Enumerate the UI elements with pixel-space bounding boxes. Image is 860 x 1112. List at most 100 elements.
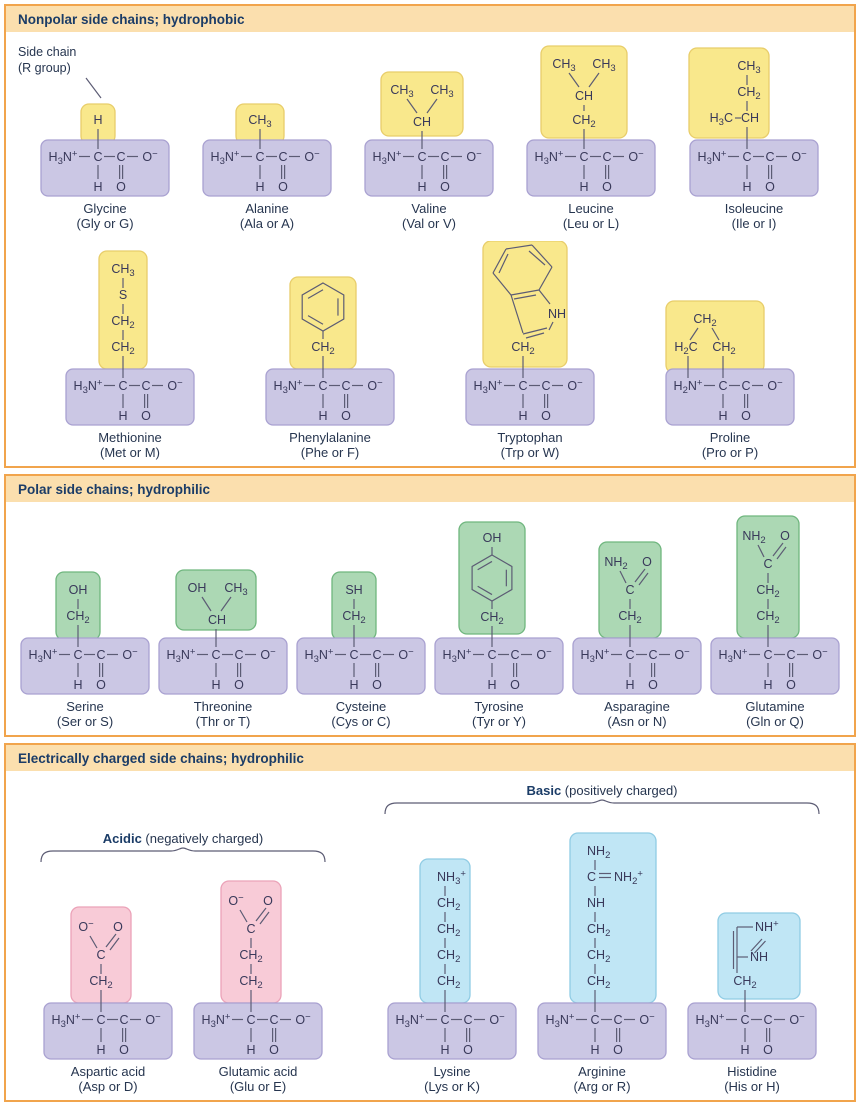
svg-text:O: O <box>648 678 658 692</box>
svg-text:H3N+: H3N+ <box>167 647 196 666</box>
svg-text:C: C <box>349 648 358 662</box>
svg-text:C: C <box>602 150 611 164</box>
amino-acid-label: Tyrosine(Tyr or Y) <box>432 699 566 729</box>
svg-text:H: H <box>318 409 327 423</box>
amino-acid-abbreviation: (Asn or N) <box>607 714 667 729</box>
basic-group-label: Basic (positively charged) <box>526 783 677 798</box>
svg-text:H: H <box>740 1043 749 1057</box>
backbone-box <box>537 1002 667 1060</box>
amino-acid-label: Valine(Val or V) <box>354 201 504 231</box>
svg-text:C: C <box>590 1013 599 1027</box>
backbone-box <box>40 139 170 197</box>
svg-text:H3N+: H3N+ <box>698 149 727 168</box>
svg-text:H3C: H3C <box>710 111 733 128</box>
svg-text:H3N+: H3N+ <box>719 647 748 666</box>
svg-text:NH: NH <box>548 307 566 321</box>
amino-acid-name: Aspartic acid <box>70 1064 146 1079</box>
svg-text:CH2: CH2 <box>437 922 460 939</box>
backbone-box <box>689 139 819 197</box>
svg-text:C: C <box>211 648 220 662</box>
svg-text:CH3: CH3 <box>552 57 575 74</box>
amino-acid-abbreviation: (Lys or K) <box>424 1079 480 1094</box>
svg-text:O−: O− <box>628 149 644 165</box>
svg-text:C: C <box>119 1013 128 1027</box>
side-chain-annotation-line1: Side chain <box>18 45 77 59</box>
amino-acid-label: Histidine(His or H) <box>682 1064 822 1094</box>
acidic-group-label: Acidic (negatively charged) <box>103 831 263 846</box>
svg-text:NH2: NH2 <box>587 844 610 861</box>
svg-text:CH2: CH2 <box>480 610 503 627</box>
svg-text:CH3: CH3 <box>224 581 247 598</box>
amino-acid-label: Phenylalanine(Phe or F) <box>245 430 415 460</box>
svg-text:C: C <box>648 648 657 662</box>
svg-text:NH2: NH2 <box>604 555 627 572</box>
backbone-box <box>465 368 595 426</box>
amino-acid-name: Glycine <box>83 201 127 216</box>
amino-acid-name: Leucine <box>568 201 614 216</box>
svg-text:CH2: CH2 <box>111 314 134 331</box>
backbone-box <box>434 637 564 695</box>
svg-text:NH2+: NH2+ <box>614 869 643 888</box>
backbone-box <box>710 637 840 695</box>
svg-text:O−: O− <box>466 149 482 165</box>
svg-text:C: C <box>93 150 102 164</box>
svg-text:O: O <box>642 555 652 569</box>
svg-text:CH2: CH2 <box>311 340 334 357</box>
svg-text:O: O <box>763 1043 773 1057</box>
svg-text:C: C <box>116 150 125 164</box>
svg-text:H2C: H2C <box>674 340 697 357</box>
svg-text:C: C <box>255 150 264 164</box>
svg-text:OH: OH <box>188 581 207 595</box>
svg-text:CH2: CH2 <box>437 896 460 913</box>
svg-text:CH2: CH2 <box>437 948 460 965</box>
amino-acid-label: Threonine(Thr or T) <box>156 699 290 729</box>
svg-text:H3N+: H3N+ <box>305 647 334 666</box>
amino-acid-name: Proline <box>709 430 751 445</box>
svg-text:C: C <box>718 379 727 393</box>
svg-text:C: C <box>234 648 243 662</box>
side-chain-box <box>289 276 357 370</box>
svg-text:O: O <box>440 180 450 194</box>
side-chain-box <box>665 300 765 374</box>
svg-text:CH2: CH2 <box>239 948 262 965</box>
amino-acid-name: Serine <box>66 699 104 714</box>
basic-label-bold: Basic <box>526 783 562 798</box>
amino-acid-name: Tryptophan <box>497 430 563 445</box>
svg-text:O: O <box>263 894 273 908</box>
svg-text:SH: SH <box>345 583 362 597</box>
svg-text:CH2: CH2 <box>737 85 760 102</box>
svg-text:O: O <box>463 1043 473 1057</box>
svg-text:H: H <box>246 1043 255 1057</box>
svg-text:H: H <box>417 180 426 194</box>
amino-acid-label: Alanine(Ala or A) <box>192 201 342 231</box>
svg-text:H3N+: H3N+ <box>74 378 103 397</box>
svg-text:CH2: CH2 <box>712 340 735 357</box>
amino-acid-abbreviation: (Gly or G) <box>76 216 134 231</box>
amino-acid-label: Glutamine(Gln or Q) <box>708 699 842 729</box>
svg-text:CH2: CH2 <box>342 609 365 626</box>
svg-text:C: C <box>246 1013 255 1027</box>
svg-text:H: H <box>211 678 220 692</box>
amino-acid-name: Valine <box>411 201 447 216</box>
svg-text:CH2: CH2 <box>572 113 595 130</box>
svg-text:C: C <box>763 648 772 662</box>
basic-group-brace <box>384 799 820 815</box>
amino-acid-name: Methionine <box>98 430 162 445</box>
amino-acid-label: Arginine(Arg or R) <box>532 1064 672 1094</box>
svg-text:CH2: CH2 <box>756 609 779 626</box>
basic-label-rest: (positively charged) <box>561 783 678 798</box>
